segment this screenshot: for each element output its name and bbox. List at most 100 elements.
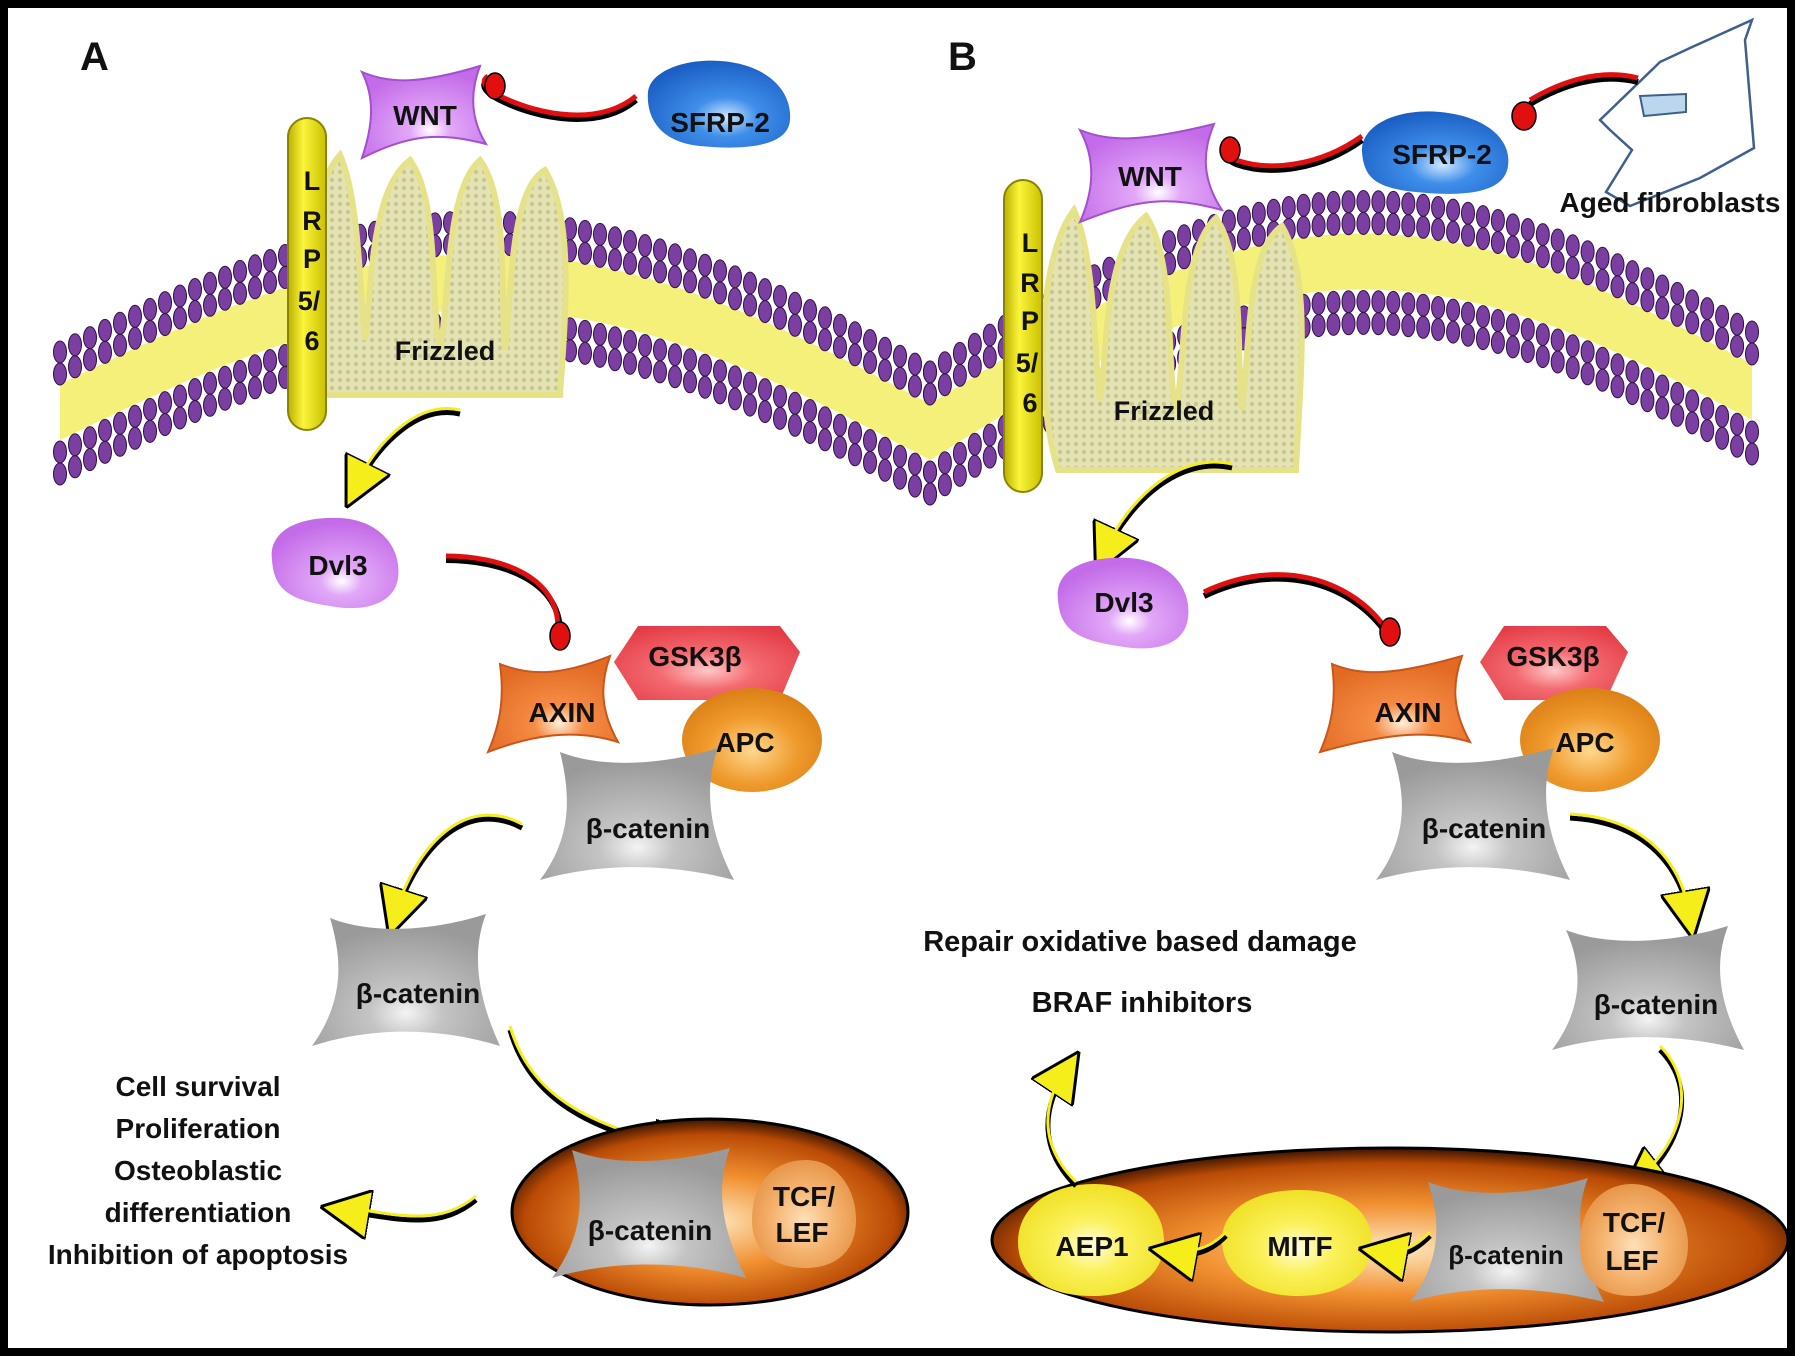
- lipid-head-inner: [743, 393, 757, 417]
- beta-catenin-label-a1: β-catenin: [586, 813, 710, 844]
- lipid-head-outer: [698, 275, 712, 299]
- lipid-head-inner: [188, 400, 202, 423]
- lipid-head-inner: [113, 433, 127, 457]
- lrp-co-receptor-a: L R P 5/ 6: [287, 117, 327, 431]
- mitf: MITF: [1222, 1190, 1372, 1296]
- lipid-head-inner: [1461, 323, 1475, 347]
- frizzled-label-b: Frizzled: [1114, 396, 1215, 426]
- lipid-head-outer: [248, 254, 262, 278]
- lipid-head-inner: [653, 338, 667, 362]
- lipid-head-outer: [578, 241, 592, 265]
- lipid-head-outer: [128, 304, 142, 328]
- lipid-head-outer: [952, 341, 967, 365]
- lipid-head-outer: [1490, 231, 1505, 254]
- tcf-label-b-line1: TCF/: [1603, 1207, 1665, 1238]
- lipid-head-inner: [937, 451, 952, 475]
- lipid-head-outer: [1700, 319, 1715, 343]
- lipid-head-outer: [263, 249, 277, 272]
- lipid-head-inner: [1446, 298, 1461, 322]
- lipid-head-outer: [1520, 218, 1535, 241]
- lipid-head-outer: [1296, 215, 1311, 239]
- lipid-head-outer: [1745, 320, 1759, 344]
- lipid-head-inner: [848, 421, 862, 445]
- lipid-head-outer: [1371, 190, 1386, 214]
- lipid-head-inner: [158, 391, 172, 415]
- lipid-head-outer: [1446, 220, 1461, 244]
- arrow-complex-to-free-a: [395, 816, 524, 918]
- aged-fibroblasts-label: Aged fibroblasts: [1560, 187, 1781, 218]
- lipid-head-outer: [1431, 196, 1446, 219]
- lipid-head-outer: [1670, 281, 1685, 305]
- lipid-head-inner: [952, 441, 967, 465]
- lipid-head-outer: [53, 340, 67, 364]
- lipid-head-outer: [1476, 227, 1490, 251]
- lipid-head-outer: [143, 297, 157, 321]
- lipid-head-outer: [1461, 201, 1475, 225]
- beta-catenin-label-a3: β-catenin: [588, 1215, 712, 1246]
- lipid-head-outer: [1640, 289, 1655, 313]
- beta-catenin-nucleus-a: β-catenin: [552, 1148, 746, 1278]
- lipid-head-outer: [1580, 240, 1595, 264]
- lipid-head-outer: [1221, 209, 1236, 233]
- lipid-head-inner: [173, 384, 187, 408]
- lipid-head-inner: [638, 356, 652, 379]
- lipid-head-outer: [158, 313, 172, 337]
- lipid-head-inner: [1476, 327, 1490, 351]
- outcome-b-1: Repair oxidative based damage: [923, 926, 1357, 958]
- lipid-head-outer: [668, 243, 682, 267]
- arrow-frizzled-to-dvl-b: [1104, 463, 1233, 556]
- lipid-head-inner: [593, 322, 607, 346]
- lipid-head-outer: [1476, 205, 1490, 229]
- lipid-head-outer: [713, 281, 727, 305]
- dvl-inhibition-line-b: [1202, 575, 1387, 632]
- lipid-head-inner: [1476, 305, 1490, 329]
- lipid-head-inner: [1595, 368, 1610, 392]
- lipid-head-inner: [1715, 426, 1730, 450]
- beta-catenin-label-b1: β-catenin: [1422, 813, 1546, 844]
- lipid-head-outer: [233, 281, 247, 305]
- panel-label-b: B: [948, 35, 977, 79]
- lipid-tail-layer: [60, 253, 930, 460]
- frizzled-label-a: Frizzled: [395, 336, 496, 366]
- lipid-head-outer: [1640, 267, 1655, 291]
- lipid-head-outer: [1685, 311, 1700, 335]
- tcf-label-a-line1: TCF/: [773, 1181, 835, 1212]
- sfrp2-label-b: SFRP-2: [1392, 139, 1492, 170]
- lipid-head-inner: [1595, 346, 1610, 370]
- lipid-head-outer: [1311, 192, 1326, 216]
- lipid-head-outer: [173, 284, 187, 308]
- lipid-head-inner: [1535, 323, 1550, 347]
- lipid-head-inner: [923, 460, 937, 484]
- lipid-head-outer: [1251, 201, 1266, 225]
- aep1-label: AEP1: [1055, 1231, 1128, 1262]
- wnt-label-b: WNT: [1118, 161, 1182, 192]
- lipid-head-outer: [113, 311, 127, 335]
- lipid-head-inner: [1446, 320, 1461, 344]
- lipid-head-inner: [833, 413, 847, 437]
- lipid-head-outer: [982, 345, 997, 369]
- lipid-head-inner: [1685, 411, 1700, 435]
- lipid-head-inner: [83, 448, 97, 472]
- lipid-head-inner: [668, 365, 682, 389]
- lipid-head-outer: [1311, 214, 1326, 238]
- lipid-head-inner: [773, 384, 787, 408]
- beta-catenin-label-b2: β-catenin: [1594, 989, 1718, 1020]
- lipid-head-outer: [1550, 250, 1565, 274]
- lipid-head-inner: [1461, 301, 1475, 325]
- beta-catenin-complex-a: β-catenin: [540, 748, 734, 880]
- lipid-head-inner: [758, 378, 772, 402]
- lipid-head-inner: [1356, 290, 1371, 313]
- lipid-head-outer: [833, 335, 847, 359]
- beta-catenin-free-b: β-catenin: [1552, 926, 1744, 1050]
- lipid-head-outer: [1296, 193, 1311, 217]
- lipid-head-outer: [1177, 246, 1192, 270]
- lipid-head-outer: [803, 299, 817, 322]
- lipid-head-outer: [1730, 312, 1745, 336]
- lipid-head-outer: [1236, 227, 1251, 251]
- lipid-head-outer: [758, 300, 772, 324]
- lipid-head-inner: [623, 351, 637, 375]
- lipid-head-outer: [893, 344, 907, 368]
- lipid-head-inner: [803, 399, 817, 422]
- gsk3b-a: GSK3β: [614, 626, 800, 700]
